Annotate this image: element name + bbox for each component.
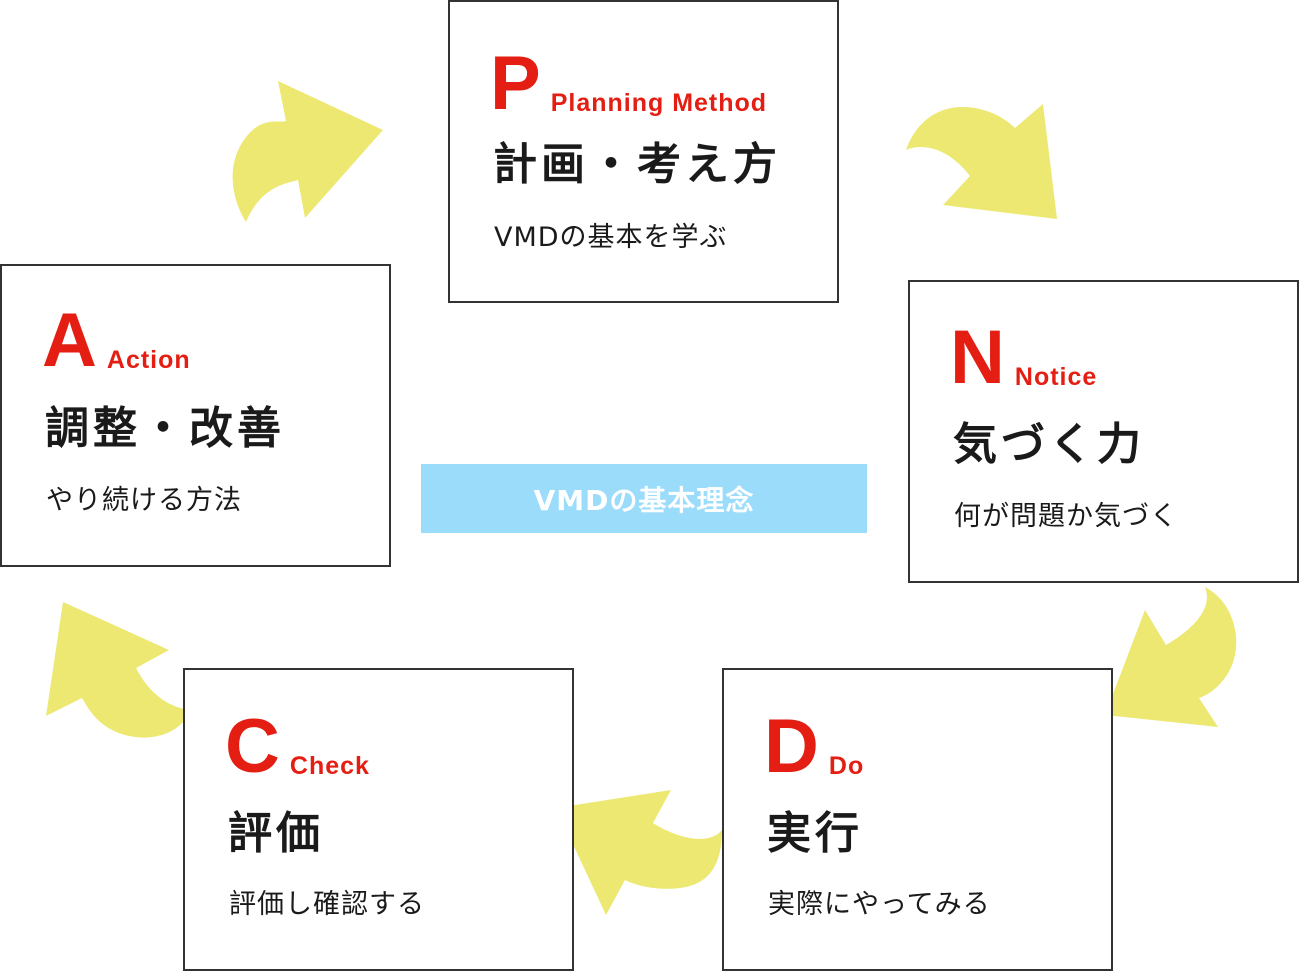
step-word: Planning Method: [550, 89, 768, 117]
step-heading: P Planning Method: [490, 41, 768, 126]
step-subtitle: 何が問題か気づく: [954, 501, 1178, 532]
step-word: Check: [289, 752, 370, 780]
step-subtitle: VMDの基本を学ぶ: [494, 222, 728, 253]
step-title: 調整・改善: [45, 403, 285, 454]
step-word: Action: [106, 346, 191, 374]
step-heading: N Notice: [950, 315, 1098, 400]
step-title: 実行: [767, 808, 863, 859]
step-letter: D: [764, 704, 819, 789]
curved-arrow-down-right-icon: [906, 104, 1057, 219]
center-banner-label: VMDの基本理念: [533, 483, 755, 517]
step-letter: C: [225, 704, 280, 789]
step-subtitle: 実際にやってみる: [768, 889, 991, 920]
center-banner: VMDの基本理念: [421, 464, 867, 533]
step-heading: C Check: [225, 704, 370, 789]
step-letter: P: [490, 41, 541, 126]
step-subtitle: 評価し確認する: [229, 889, 425, 920]
step-box-do: D Do 実行 実際にやってみる: [722, 668, 1113, 971]
curved-arrow-up-right-icon: [232, 81, 383, 222]
step-heading: D Do: [764, 704, 865, 789]
curved-arrow-down-left-icon: [1105, 587, 1237, 727]
step-word: Notice: [1014, 363, 1098, 391]
step-letter: N: [950, 315, 1005, 400]
step-box-check: C Check 評価 評価し確認する: [183, 668, 574, 971]
step-title: 評価: [228, 808, 324, 859]
step-box-notice: N Notice 気づく力 何が問題か気づく: [908, 280, 1299, 583]
curved-arrow-left-icon: [556, 790, 722, 915]
step-word: Do: [828, 752, 865, 780]
curved-arrow-up-left-icon: [46, 602, 191, 738]
step-subtitle: やり続ける方法: [46, 485, 242, 516]
step-letter: A: [42, 298, 97, 383]
step-box-action: A Action 調整・改善 やり続ける方法: [0, 264, 391, 567]
step-title: 気づく力: [953, 419, 1145, 470]
step-heading: A Action: [42, 298, 191, 383]
step-title: 計画・考え方: [493, 139, 781, 190]
step-box-planning: P Planning Method 計画・考え方 VMDの基本を学ぶ: [448, 0, 839, 303]
